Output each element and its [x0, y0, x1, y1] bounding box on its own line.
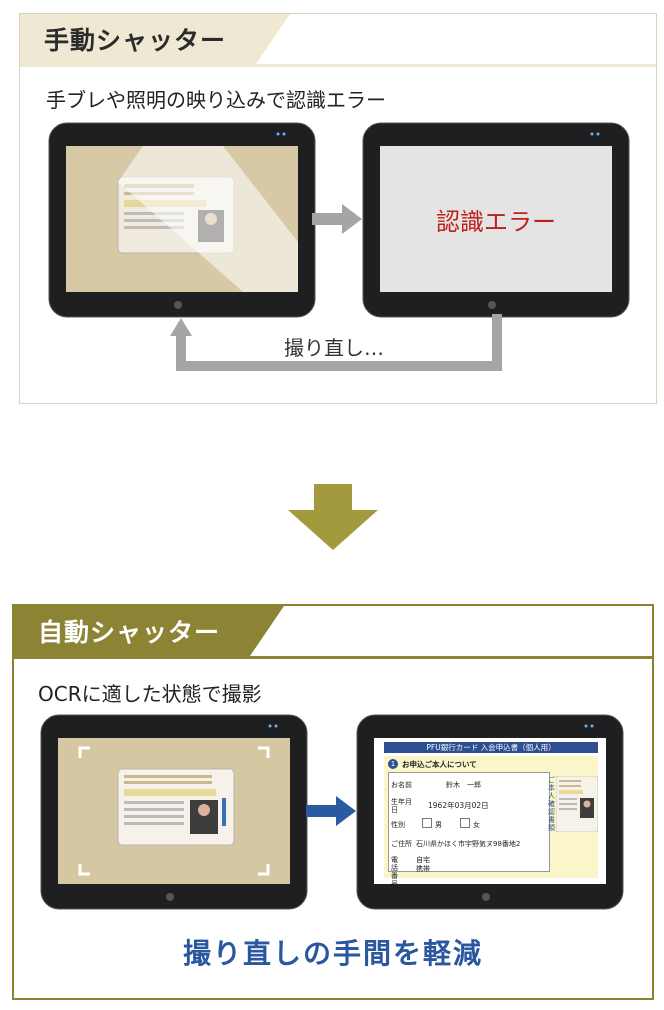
manual-title: 手動シャッター — [44, 26, 227, 55]
manual-tablet-error — [362, 122, 630, 318]
manual-shutter-panel: 手動シャッター 手ブレや照明の映り込みで認識エラー 認 — [19, 13, 657, 404]
phone-label: 電話番号 — [391, 856, 398, 888]
form-id-card — [556, 776, 598, 832]
ocr-form: PFU銀行カード 入会申込書（個人用） 1 お申込ご本人について お名前 鈴木 … — [380, 742, 602, 888]
retake-loop-arrow — [170, 314, 502, 371]
auto-title: 自動シャッター — [38, 618, 221, 647]
phone-mobile: 携帯 — [416, 865, 430, 873]
birth-value: 1962年03月02日 — [428, 801, 489, 810]
manual-title-strip — [20, 64, 656, 67]
auto-tablet-capture — [40, 714, 308, 910]
name-value: 鈴木 一郎 — [446, 781, 481, 789]
transition-down-arrow — [288, 484, 378, 550]
manual-title-tab — [20, 14, 290, 64]
name-label: お名前 — [391, 781, 412, 789]
gender-label: 性別 — [391, 821, 405, 829]
birth-label: 生年月日 — [391, 798, 412, 814]
auto-caption: OCRに適した状態で撮影 — [38, 682, 262, 706]
id-check-note: ご本人確認書類 — [548, 776, 555, 832]
error-message: 認識エラー — [436, 208, 556, 236]
section-title: お申込ご本人について — [402, 760, 477, 769]
retake-label: 撮り直し… — [284, 336, 384, 360]
section-number: 1 — [388, 759, 398, 769]
auto-arrow-right — [306, 796, 356, 826]
auto-shutter-panel: 自動シャッター OCRに適した状態で撮影 — [12, 604, 654, 1000]
manual-tablet-capture — [48, 122, 316, 318]
address-label: ご住所 — [391, 840, 412, 848]
address-value: 石川県かほく市宇野気ヌ98番地2 — [416, 840, 521, 848]
result-message: 撮り直しの手間を軽減 — [182, 937, 483, 970]
auto-title-tab — [14, 606, 284, 656]
auto-title-strip — [14, 656, 652, 659]
gender-female: 女 — [473, 821, 480, 829]
manual-arrow-right — [312, 204, 362, 234]
manual-caption: 手ブレや照明の映り込みで認識エラー — [46, 88, 386, 112]
phone-home: 自宅 — [416, 856, 430, 864]
form-title: PFU銀行カード 入会申込書（個人用） — [384, 742, 598, 753]
gender-male: 男 — [435, 821, 442, 829]
